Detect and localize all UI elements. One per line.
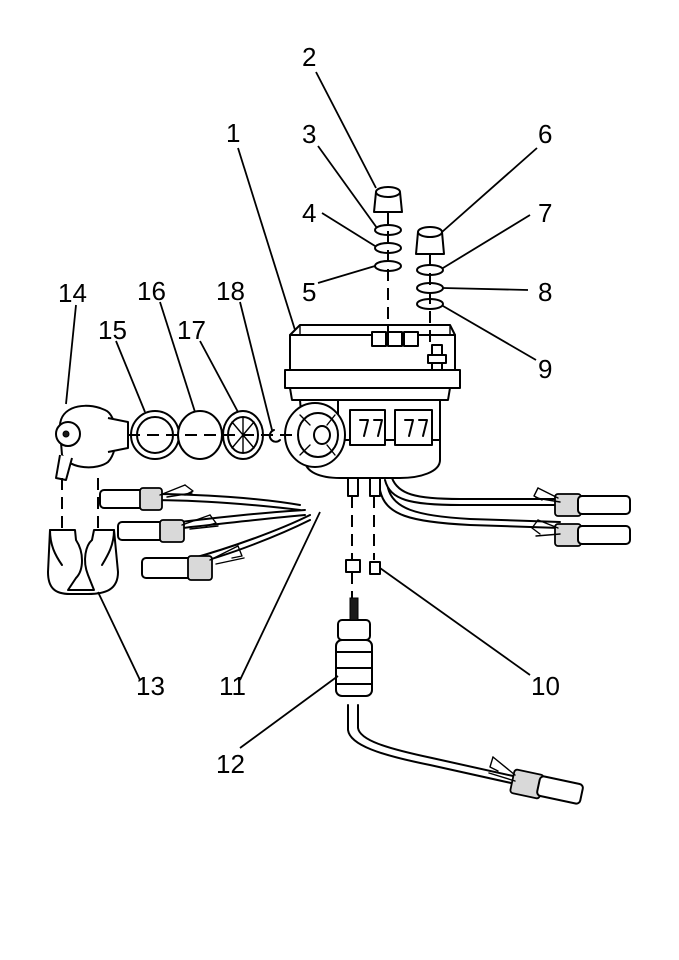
mounting-bracket [47,529,119,595]
left-wire-harness [99,484,311,581]
callout-10: 10 [531,671,560,701]
callout-9: 9 [538,354,552,384]
callout-11: 11 [219,671,246,701]
callout-15: 15 [98,315,127,345]
right-wire-harness [379,477,631,547]
callout-7: 7 [538,198,552,228]
callout-8: 8 [538,277,552,307]
callout-2: 2 [302,42,316,72]
callout-3: 3 [302,119,316,149]
callout-13: 13 [136,671,165,701]
callout-4: 4 [302,198,316,228]
vacuum-actuator [55,404,129,481]
callout-5: 5 [302,277,316,307]
leader-lines [65,71,538,749]
callout-12: 12 [216,749,245,779]
nut [345,559,361,573]
callout-6: 6 [538,119,552,149]
callout-14: 14 [58,278,87,308]
callout-17: 17 [177,315,206,345]
callout-1: 1 [226,118,240,148]
cap-6 [415,226,445,255]
clip-18 [268,429,281,443]
lower-wire-harness [347,704,584,805]
screw-10 [369,561,381,575]
callout-18: 18 [216,276,245,306]
main-housing [284,324,461,497]
connector-12 [335,597,373,697]
cap-2 [373,186,403,213]
rotor-disc [284,402,346,468]
callout-16: 16 [137,276,166,306]
